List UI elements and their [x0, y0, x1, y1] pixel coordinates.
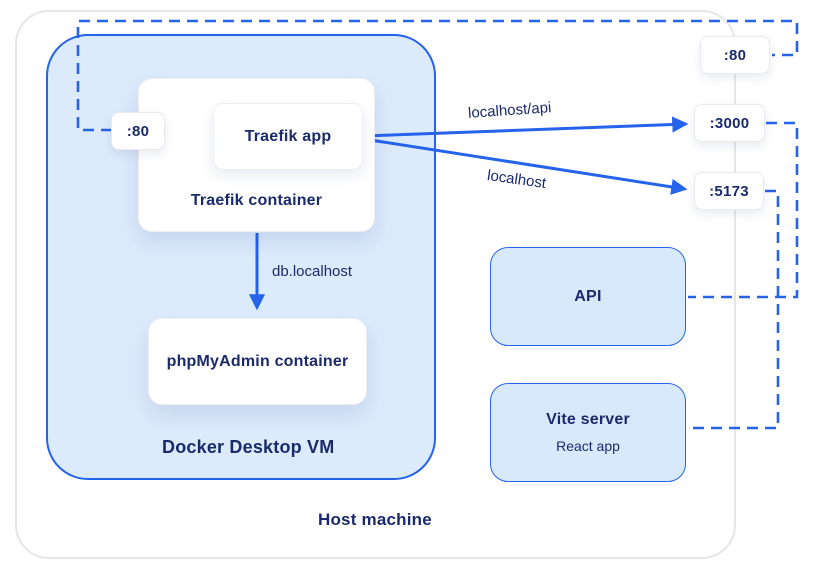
port-80-external-label: :80 — [723, 46, 747, 64]
traefik-app-box: Traefik app — [213, 103, 363, 170]
host-machine-label: Host machine — [318, 510, 432, 529]
port-80-external-chip: :80 — [700, 36, 770, 74]
phpmyadmin-container-box: phpMyAdmin container — [148, 318, 367, 405]
api-box: API — [490, 247, 686, 346]
port-3000-label: :3000 — [709, 114, 750, 132]
traefik-app-label: Traefik app — [244, 127, 332, 145]
vite-server-box: Vite server React app — [490, 383, 686, 482]
phpmyadmin-label: phpMyAdmin container — [166, 352, 349, 370]
port-5173-chip: :5173 — [694, 172, 764, 210]
api-label: API — [574, 287, 602, 305]
port-80-internal-chip: :80 — [111, 112, 165, 150]
edge-label-db-localhost: db.localhost — [272, 263, 353, 280]
traefik-container-label: Traefik container — [190, 192, 323, 209]
port-80-internal-label: :80 — [126, 122, 150, 140]
docker-desktop-vm-label: Docker Desktop VM — [162, 437, 335, 457]
port-5173-label: :5173 — [709, 182, 749, 200]
react-app-label: React app — [556, 438, 620, 454]
vite-server-label: Vite server — [546, 411, 630, 428]
port-3000-chip: :3000 — [694, 104, 765, 142]
